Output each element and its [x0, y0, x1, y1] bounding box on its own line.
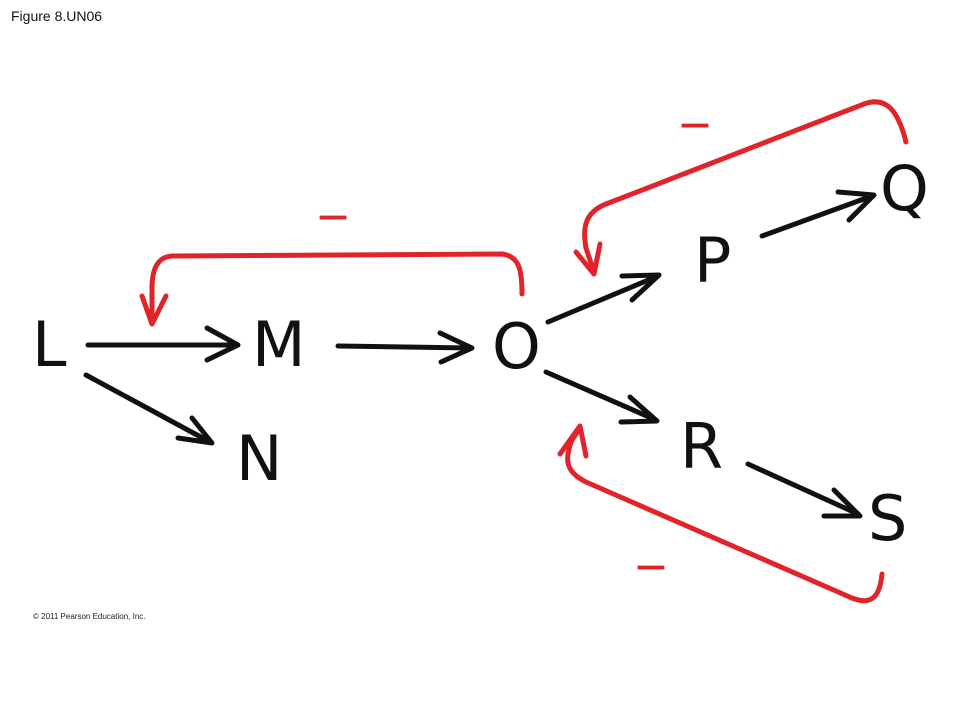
arrow-l-to-m	[85, 325, 241, 363]
inhibition-sign-q-op: —	[680, 107, 710, 142]
arrow-o-to-r	[543, 369, 660, 425]
feedback-s-to-or	[557, 423, 885, 604]
node-r: R	[680, 410, 723, 483]
node-q: Q	[880, 152, 929, 225]
figure-title: Figure 8.UN06	[11, 8, 103, 24]
node-n: N	[236, 422, 282, 495]
arrow-o-to-p	[545, 272, 662, 325]
feedback-q-to-op	[573, 99, 909, 277]
arrow-m-to-o	[335, 330, 475, 365]
node-m: M	[252, 308, 306, 381]
node-l: L	[32, 308, 67, 381]
node-s: S	[868, 482, 907, 555]
feedback-o-to-lm	[139, 251, 525, 327]
arrow-p-to-q	[759, 189, 877, 239]
node-p: P	[694, 224, 731, 297]
arrow-r-to-s	[745, 461, 863, 519]
node-o: O	[492, 310, 541, 383]
inhibition-sign-o-lm: —	[318, 199, 348, 234]
arrow-l-to-n	[83, 372, 215, 446]
copyright-notice: © 2011 Pearson Education, Inc.	[33, 612, 146, 621]
inhibition-sign-s-or: —	[636, 549, 666, 584]
